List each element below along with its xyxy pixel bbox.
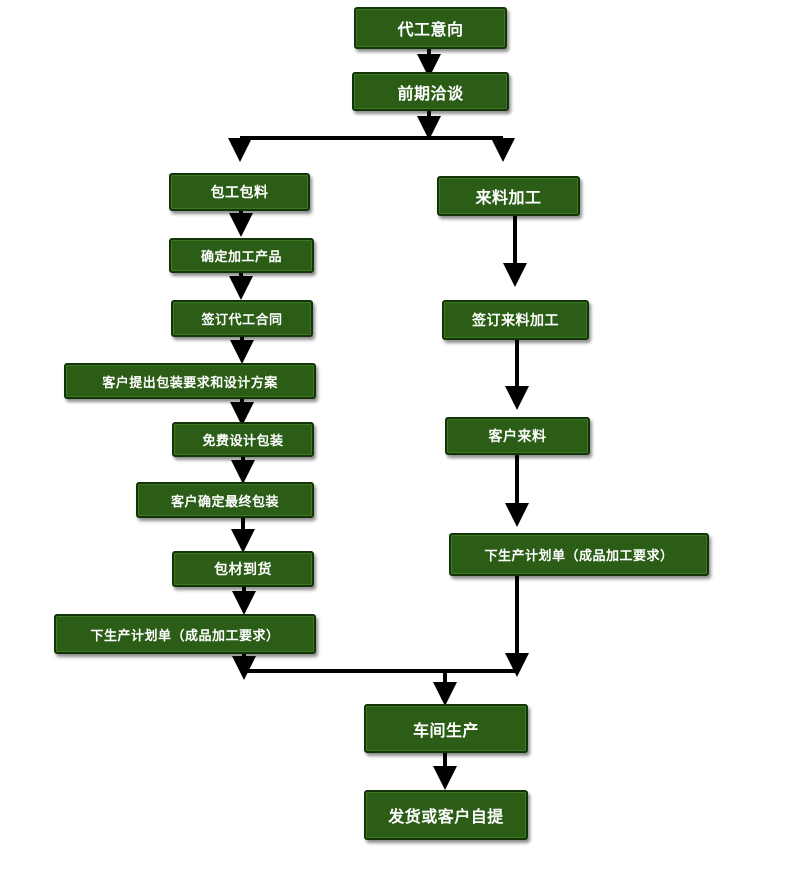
- node-production: 车间生产: [364, 704, 528, 753]
- node-shipping: 发货或客户自提: [364, 790, 528, 840]
- node-right-0: 来料加工: [437, 176, 580, 216]
- node-left-7: 下生产计划单（成品加工要求）: [54, 614, 316, 654]
- node-intent: 代工意向: [354, 7, 507, 49]
- node-right-3: 下生产计划单（成品加工要求）: [449, 533, 709, 576]
- node-negotiation: 前期洽谈: [352, 72, 509, 111]
- node-right-2: 客户来料: [445, 417, 590, 455]
- node-left-3: 客户提出包装要求和设计方案: [64, 363, 316, 399]
- node-left-2: 签订代工合同: [171, 300, 313, 337]
- node-right-1: 签订来料加工: [442, 300, 589, 340]
- node-left-6: 包材到货: [172, 551, 314, 587]
- node-left-1: 确定加工产品: [169, 238, 314, 273]
- node-left-4: 免费设计包装: [172, 422, 314, 457]
- node-left-5: 客户确定最终包装: [136, 482, 314, 518]
- node-left-0: 包工包料: [169, 173, 310, 211]
